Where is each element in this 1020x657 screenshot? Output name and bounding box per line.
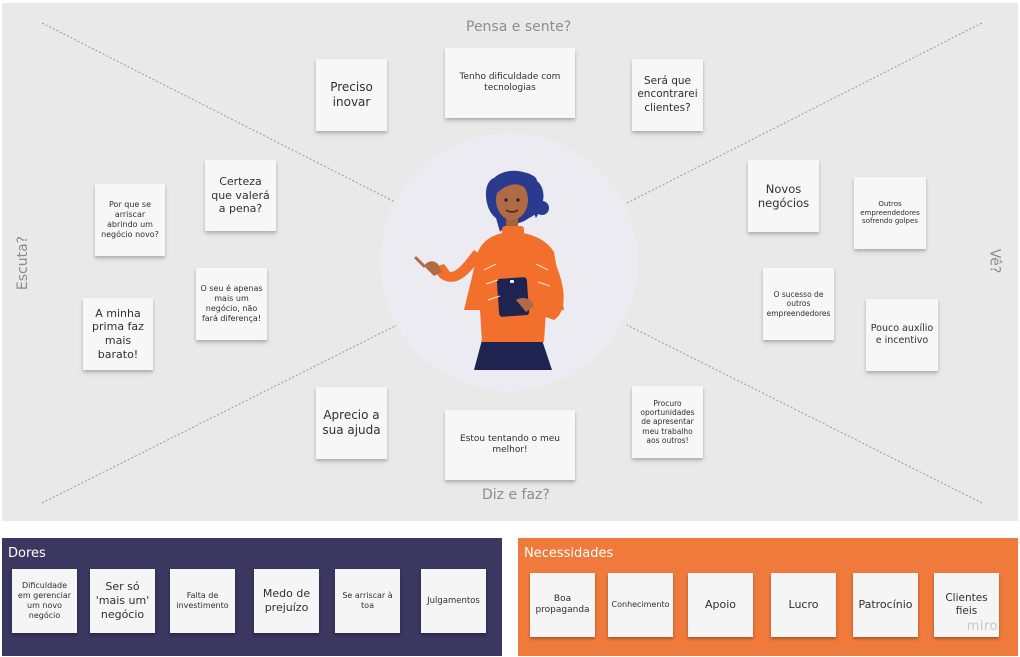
sticky-preciso-inovar[interactable]: Preciso inovar [316,59,387,131]
necessidades-sticky[interactable]: Conhecimento [608,573,673,637]
sticky-tenho-dificuldade[interactable]: Tenho dificuldade com tecnologias [445,48,575,118]
sticky-por-que[interactable]: Por que se arriscar abrindo um negócio n… [95,184,165,256]
necessidades-title: Necessidades [524,546,614,561]
necessidades-sticky[interactable]: Clientes fieis [934,573,999,637]
region-label-hears: Escuta? [15,235,32,291]
dores-sticky[interactable]: Dificuldade em gerenciar um novo negócio [12,569,77,633]
dores-panel: Dores Dificuldade em gerenciar um novo n… [2,538,502,656]
dores-sticky[interactable]: Se arriscar à toa [335,569,400,633]
sticky-pouco-auxilio[interactable]: Pouco auxílio e incentivo [866,299,938,371]
dores-sticky[interactable]: Medo de prejuízo [254,569,319,633]
sticky-outros-empreendedores[interactable]: Outros empreendedores sofrendo golpes [854,177,926,249]
sticky-certeza[interactable]: Certeza que valerá a pena? [205,160,276,231]
sticky-estou-tentando[interactable]: Estou tentando o meu melhor! [445,410,575,480]
sticky-aprecio[interactable]: Aprecio a sua ajuda [316,387,387,459]
dores-sticky[interactable]: Falta de investimento [170,569,235,633]
persona-illustration [414,170,564,370]
sticky-a-minha-prima[interactable]: A minha prima faz mais barato! [83,298,153,370]
sticky-o-sucesso[interactable]: O sucesso de outros empreendedores [763,268,834,340]
dores-sticky[interactable]: Julgamentos [421,569,486,633]
necessidades-sticky[interactable]: Apoio [688,573,753,637]
dores-title: Dores [8,546,46,561]
sticky-procuro[interactable]: Procuro oportunidades de apresentar meu … [632,386,703,458]
region-label-sees: Vê? [986,248,1003,274]
miro-watermark: miro [966,619,998,634]
necessidades-sticky[interactable]: Lucro [771,573,836,637]
sticky-sera-que[interactable]: Será que encontrarei clientes? [632,59,703,131]
necessidades-panel: Necessidades Boa propaganda Conhecimento… [518,538,1018,656]
necessidades-sticky[interactable]: Patrocínio [853,573,918,637]
region-label-thinks: Pensa e sente? [466,19,572,35]
dores-sticky[interactable]: Ser só 'mais um' negócio [90,569,155,633]
necessidades-sticky[interactable]: Boa propaganda [530,573,595,637]
region-label-says: Diz e faz? [482,487,550,503]
sticky-novos-negocios[interactable]: Novos negócios [748,160,819,232]
sticky-o-seu-e[interactable]: O seu é apenas mais um negócio, não fará… [196,268,267,340]
